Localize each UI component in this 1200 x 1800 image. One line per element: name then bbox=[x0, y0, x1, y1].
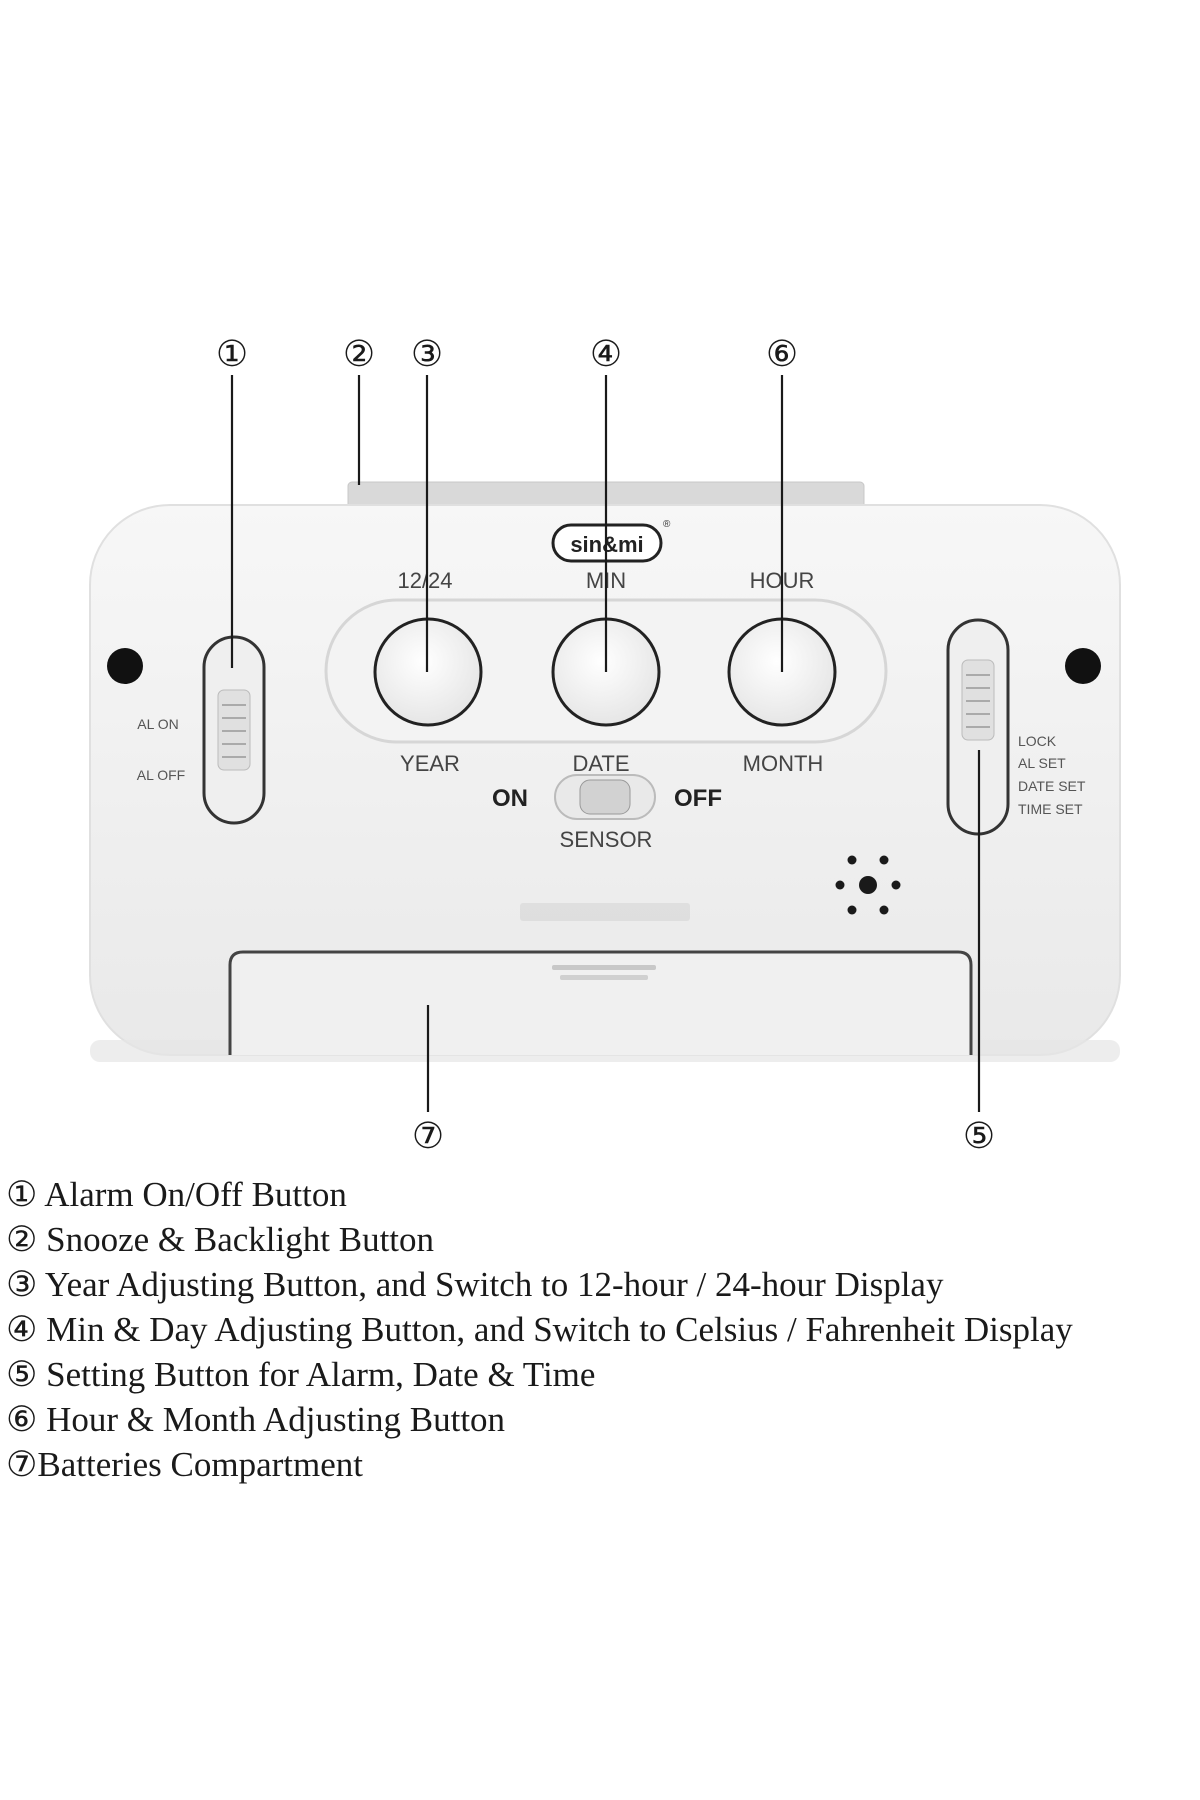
sensor-off-label: OFF bbox=[674, 785, 722, 812]
label-year: YEAR bbox=[400, 751, 460, 776]
battery-compartment[interactable] bbox=[228, 950, 973, 1055]
alarm-off-label: AL OFF bbox=[137, 767, 186, 783]
callout-lines bbox=[230, 375, 981, 1112]
legend-item-7: ⑦Batteries Compartment bbox=[6, 1445, 363, 1484]
alarm-on-label: AL ON bbox=[137, 716, 179, 732]
label-month: MONTH bbox=[743, 751, 824, 776]
set-al-set-label: AL SET bbox=[1018, 755, 1066, 771]
legend-item-4: ④ Min & Day Adjusting Button, and Switch… bbox=[6, 1310, 1073, 1349]
callout-2: ② bbox=[343, 333, 375, 374]
legend-item-5: ⑤ Setting Button for Alarm, Date & Time bbox=[6, 1355, 596, 1394]
faint-marking bbox=[520, 903, 690, 921]
clock-back-illustration: sin&mi ® 12/24 MIN HOUR YEAR DATE MONTH … bbox=[89, 333, 1121, 1156]
mounting-hole-left bbox=[107, 648, 143, 684]
sensor-label: SENSOR bbox=[560, 827, 653, 852]
callout-7: ⑦ bbox=[412, 1115, 444, 1156]
mounting-hole-right bbox=[1065, 648, 1101, 684]
legend-item-6: ⑥ Hour & Month Adjusting Button bbox=[6, 1400, 506, 1439]
set-time-set-label: TIME SET bbox=[1018, 801, 1083, 817]
setting-switch[interactable] bbox=[946, 618, 1010, 836]
sensor-on-label: ON bbox=[492, 785, 528, 812]
speaker-holes-icon bbox=[835, 855, 901, 915]
callout-1: ① bbox=[216, 333, 248, 374]
set-date-set-label: DATE SET bbox=[1018, 778, 1086, 794]
set-lock-label: LOCK bbox=[1018, 733, 1057, 749]
legend: ① Alarm On/Off Button ② Snooze & Backlig… bbox=[6, 1172, 1196, 1487]
legend-item-1: ① Alarm On/Off Button bbox=[6, 1175, 347, 1214]
label-date: DATE bbox=[572, 751, 629, 776]
alarm-on-off-switch[interactable] bbox=[202, 635, 266, 825]
callout-4: ④ bbox=[590, 333, 622, 374]
callout-5: ⑤ bbox=[963, 1115, 995, 1156]
legend-item-3: ③ Year Adjusting Button, and Switch to 1… bbox=[6, 1265, 944, 1304]
callout-3: ③ bbox=[411, 333, 443, 374]
registered-mark: ® bbox=[663, 519, 671, 530]
legend-item-2: ② Snooze & Backlight Button bbox=[6, 1220, 435, 1259]
label-12-24: 12/24 bbox=[397, 568, 452, 593]
callout-6: ⑥ bbox=[766, 333, 798, 374]
